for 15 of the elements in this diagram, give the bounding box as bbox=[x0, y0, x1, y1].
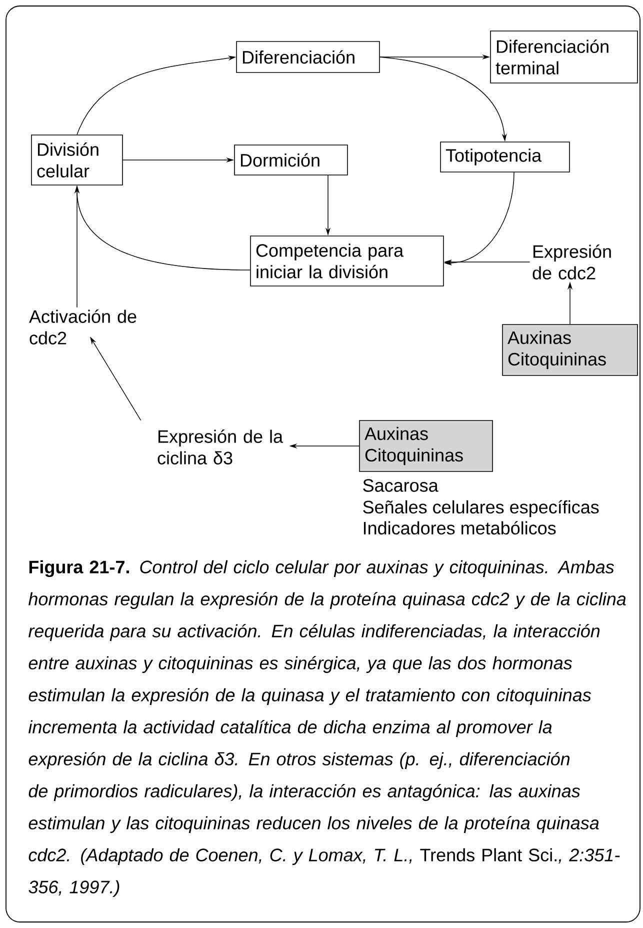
hormone-box: Auxinas Citoquininas bbox=[359, 420, 493, 472]
process-label: Expresión de cdc2 bbox=[532, 244, 611, 280]
stage-box: Dormición bbox=[234, 144, 348, 176]
process-label: Expresión de la ciclina δ3 bbox=[158, 430, 284, 464]
factor-label: Señales celulares específicas bbox=[363, 500, 599, 518]
stage-box: Totipotencia bbox=[440, 142, 570, 172]
process-label: Activación de cdc2 bbox=[29, 310, 136, 344]
factor-label: Indicadores metabólicos bbox=[364, 521, 556, 535]
stage-box: División celular bbox=[31, 134, 123, 186]
stage-box: Competencia para iniciar la división bbox=[250, 236, 444, 286]
stage-box: Diferenciación bbox=[236, 41, 380, 73]
figure-caption: Figura 21-7. Control del ciclo celular por auxinas y citoquininas. Ambas hormonas regulan la expresión de la proteína quinasa cdc2 y de la ciclina requerida para su activación. En células indiferenciadas, la interacción entre auxinas y citoquininas es sinérgica, ya que las dos hormonas estimulan la expresión de la quinasa y el tratamiento con citoquininas incrementa la actividad catalítica de dicha enzima al promover la expresión de la ciclina δ3. En otros sistemas (p. ej., diferenciación de primordios radiculares), la interacción es antagónica: las auxinas estimulan y las citoquininas reducen los niveles de la proteína quinasa cdc2. (Adaptado de Coenen, C. y Lomax, T. L., Trends Plant Sci., 2:351-356, 1997.) bbox=[28, 560, 626, 897]
hormone-box: Auxinas Citoquininas bbox=[502, 324, 638, 376]
stage-box: Diferenciación terminal bbox=[490, 30, 638, 84]
factor-label: Sacarosa bbox=[363, 479, 438, 492]
